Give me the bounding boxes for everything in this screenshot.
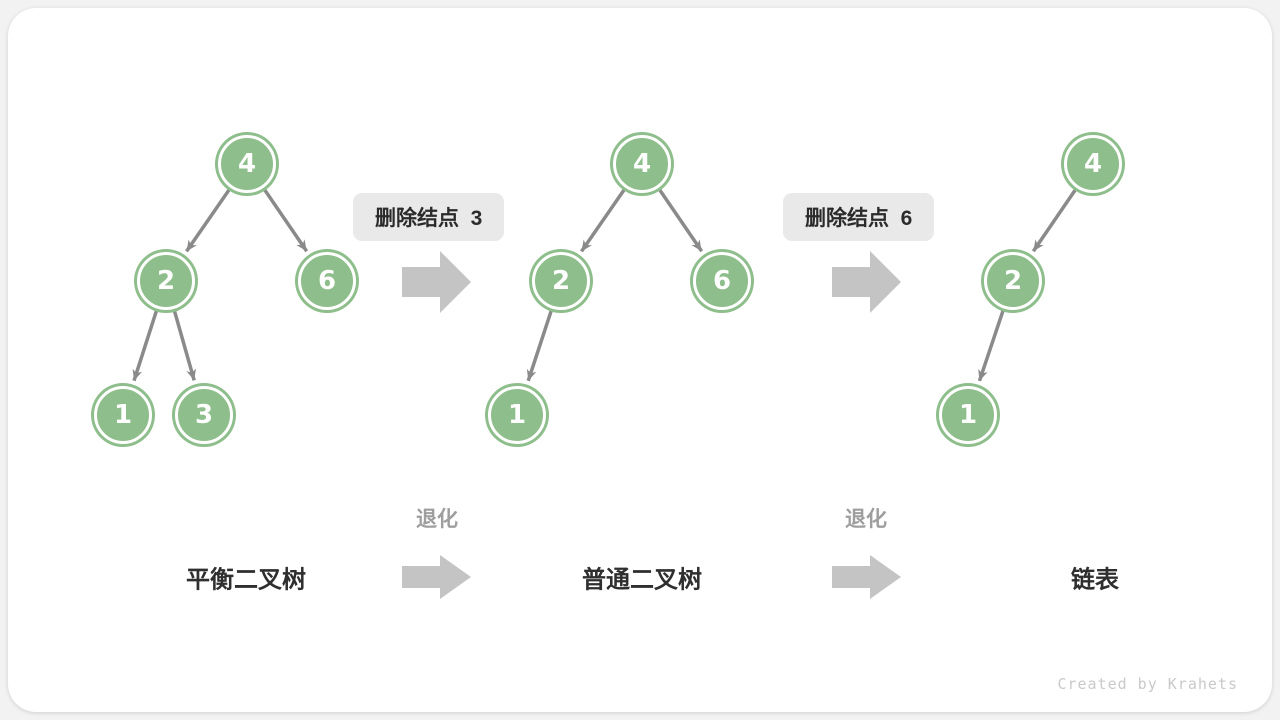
transition-arrow-icon — [832, 251, 901, 313]
tree-node-4: 4 — [613, 135, 671, 193]
operation-label-delete-3: 删除结点 3 — [353, 193, 505, 241]
operation-label-delete-6: 删除结点 6 — [783, 193, 935, 241]
tree-node-3: 3 — [175, 386, 233, 444]
tree-caption-linked-list: 链表 — [1071, 566, 1119, 594]
tree-node-2: 2 — [984, 252, 1042, 310]
operation-label-text: 删除结点 6 — [805, 207, 913, 230]
degrade-label: 退化 — [416, 508, 458, 531]
degrade-label: 退化 — [845, 508, 887, 531]
tree-node-6: 6 — [298, 252, 356, 310]
tree-node-1: 1 — [94, 386, 152, 444]
watermark: Created by Krahets — [1057, 675, 1238, 693]
operation-label-text: 删除结点 3 — [375, 207, 483, 230]
tree-node-6: 6 — [693, 252, 751, 310]
tree-node-2: 2 — [137, 252, 195, 310]
tree-edge — [262, 187, 309, 253]
degrade-arrow-icon — [402, 555, 471, 599]
tree-edge — [657, 187, 704, 253]
tree-node-1: 1 — [488, 386, 546, 444]
tree-edge — [172, 309, 196, 381]
degrade-arrow-icon — [832, 555, 901, 599]
tree-caption-balanced-binary-tree: 平衡二叉树 — [186, 566, 306, 594]
tree-edge — [580, 187, 627, 253]
tree-edge — [977, 308, 1006, 382]
transition-arrow-icon — [402, 251, 471, 313]
tree-edge — [1031, 187, 1078, 253]
tree-edge — [132, 309, 159, 382]
tree-caption-ordinary-binary-tree: 普通二叉树 — [582, 566, 702, 594]
tree-node-4: 4 — [1064, 135, 1122, 193]
tree-node-1: 1 — [939, 386, 997, 444]
tree-node-2: 2 — [532, 252, 590, 310]
tree-edge — [526, 308, 554, 382]
tree-node-4: 4 — [218, 135, 276, 193]
diagram-card — [8, 8, 1272, 712]
tree-edge — [185, 187, 232, 253]
